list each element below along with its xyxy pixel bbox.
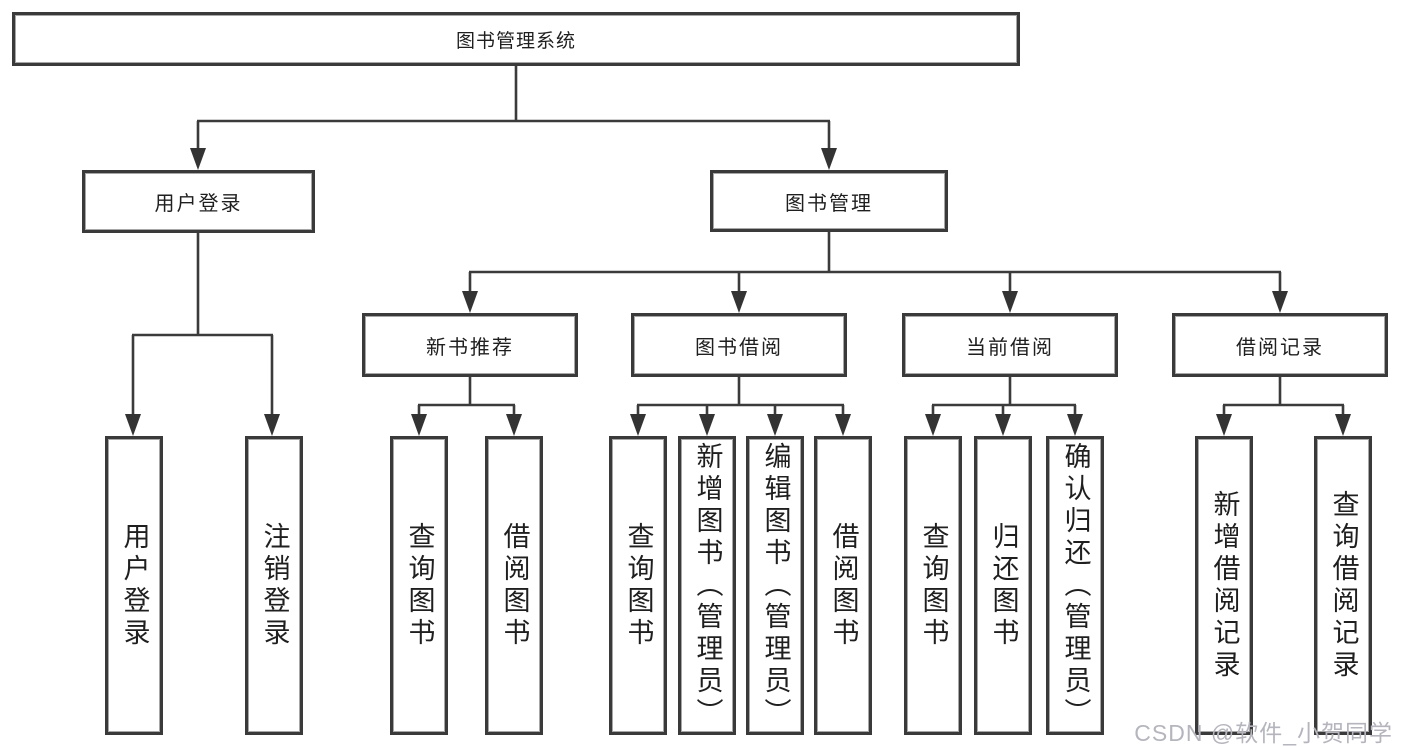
leaf-label: 确认归还（管理员） — [1060, 441, 1091, 730]
leaf-return-books: 归还图书 — [974, 436, 1032, 735]
node-user-login-branch: 用户登录 — [82, 170, 315, 233]
node-system-root: 图书管理系统 — [12, 12, 1020, 66]
leaf-query-borrow-record: 查询借阅记录 — [1314, 436, 1372, 735]
leaf-label: 用户登录 — [119, 521, 150, 650]
leaf-label: 注销登录 — [259, 521, 290, 650]
leaf-edit-books-admin: 编辑图书（管理员） — [746, 436, 804, 735]
node-borrowing-records: 借阅记录 — [1172, 313, 1388, 377]
node-label: 当前借阅 — [966, 336, 1054, 359]
node-label: 用户登录 — [154, 193, 243, 215]
leaf-label: 新增图书（管理员） — [692, 441, 723, 730]
node-label: 借阅记录 — [1236, 336, 1324, 359]
leaf-borrow-books-recommend: 借阅图书 — [485, 436, 543, 735]
leaf-label: 查询图书 — [918, 521, 949, 650]
leaf-add-books-admin: 新增图书（管理员） — [678, 436, 736, 735]
leaf-label: 编辑图书（管理员） — [760, 441, 791, 730]
leaf-query-books-borrowing: 查询图书 — [609, 436, 667, 735]
node-label: 图书借阅 — [695, 336, 783, 359]
leaf-label: 查询图书 — [404, 521, 435, 650]
node-label: 新书推荐 — [426, 336, 514, 359]
node-label: 图书管理系统 — [455, 30, 576, 52]
leaf-query-books-current: 查询图书 — [904, 436, 962, 735]
node-new-book-recommend: 新书推荐 — [362, 313, 578, 377]
leaf-label: 归还图书 — [988, 521, 1019, 650]
leaf-label: 借阅图书 — [499, 521, 530, 650]
node-book-borrowing: 图书借阅 — [631, 313, 847, 377]
arrowheads — [125, 148, 1351, 436]
leaf-query-books-recommend: 查询图书 — [390, 436, 448, 735]
leaf-confirm-return-admin: 确认归还（管理员） — [1046, 436, 1104, 735]
leaf-logout: 注销登录 — [245, 436, 303, 735]
leaf-label: 新增借阅记录 — [1209, 489, 1240, 682]
leaf-label: 借阅图书 — [828, 521, 859, 650]
leaf-user-login: 用户登录 — [105, 436, 163, 735]
leaf-borrow-books: 借阅图书 — [814, 436, 872, 735]
node-label: 图书管理 — [785, 192, 873, 215]
watermark: CSDN @软件_小贺同学 — [1134, 720, 1393, 746]
leaf-label: 查询借阅记录 — [1328, 489, 1359, 682]
node-current-borrowing: 当前借阅 — [902, 313, 1118, 377]
leaf-add-borrow-record: 新增借阅记录 — [1195, 436, 1253, 735]
node-book-management-branch: 图书管理 — [710, 170, 948, 232]
leaf-label: 查询图书 — [623, 521, 654, 650]
